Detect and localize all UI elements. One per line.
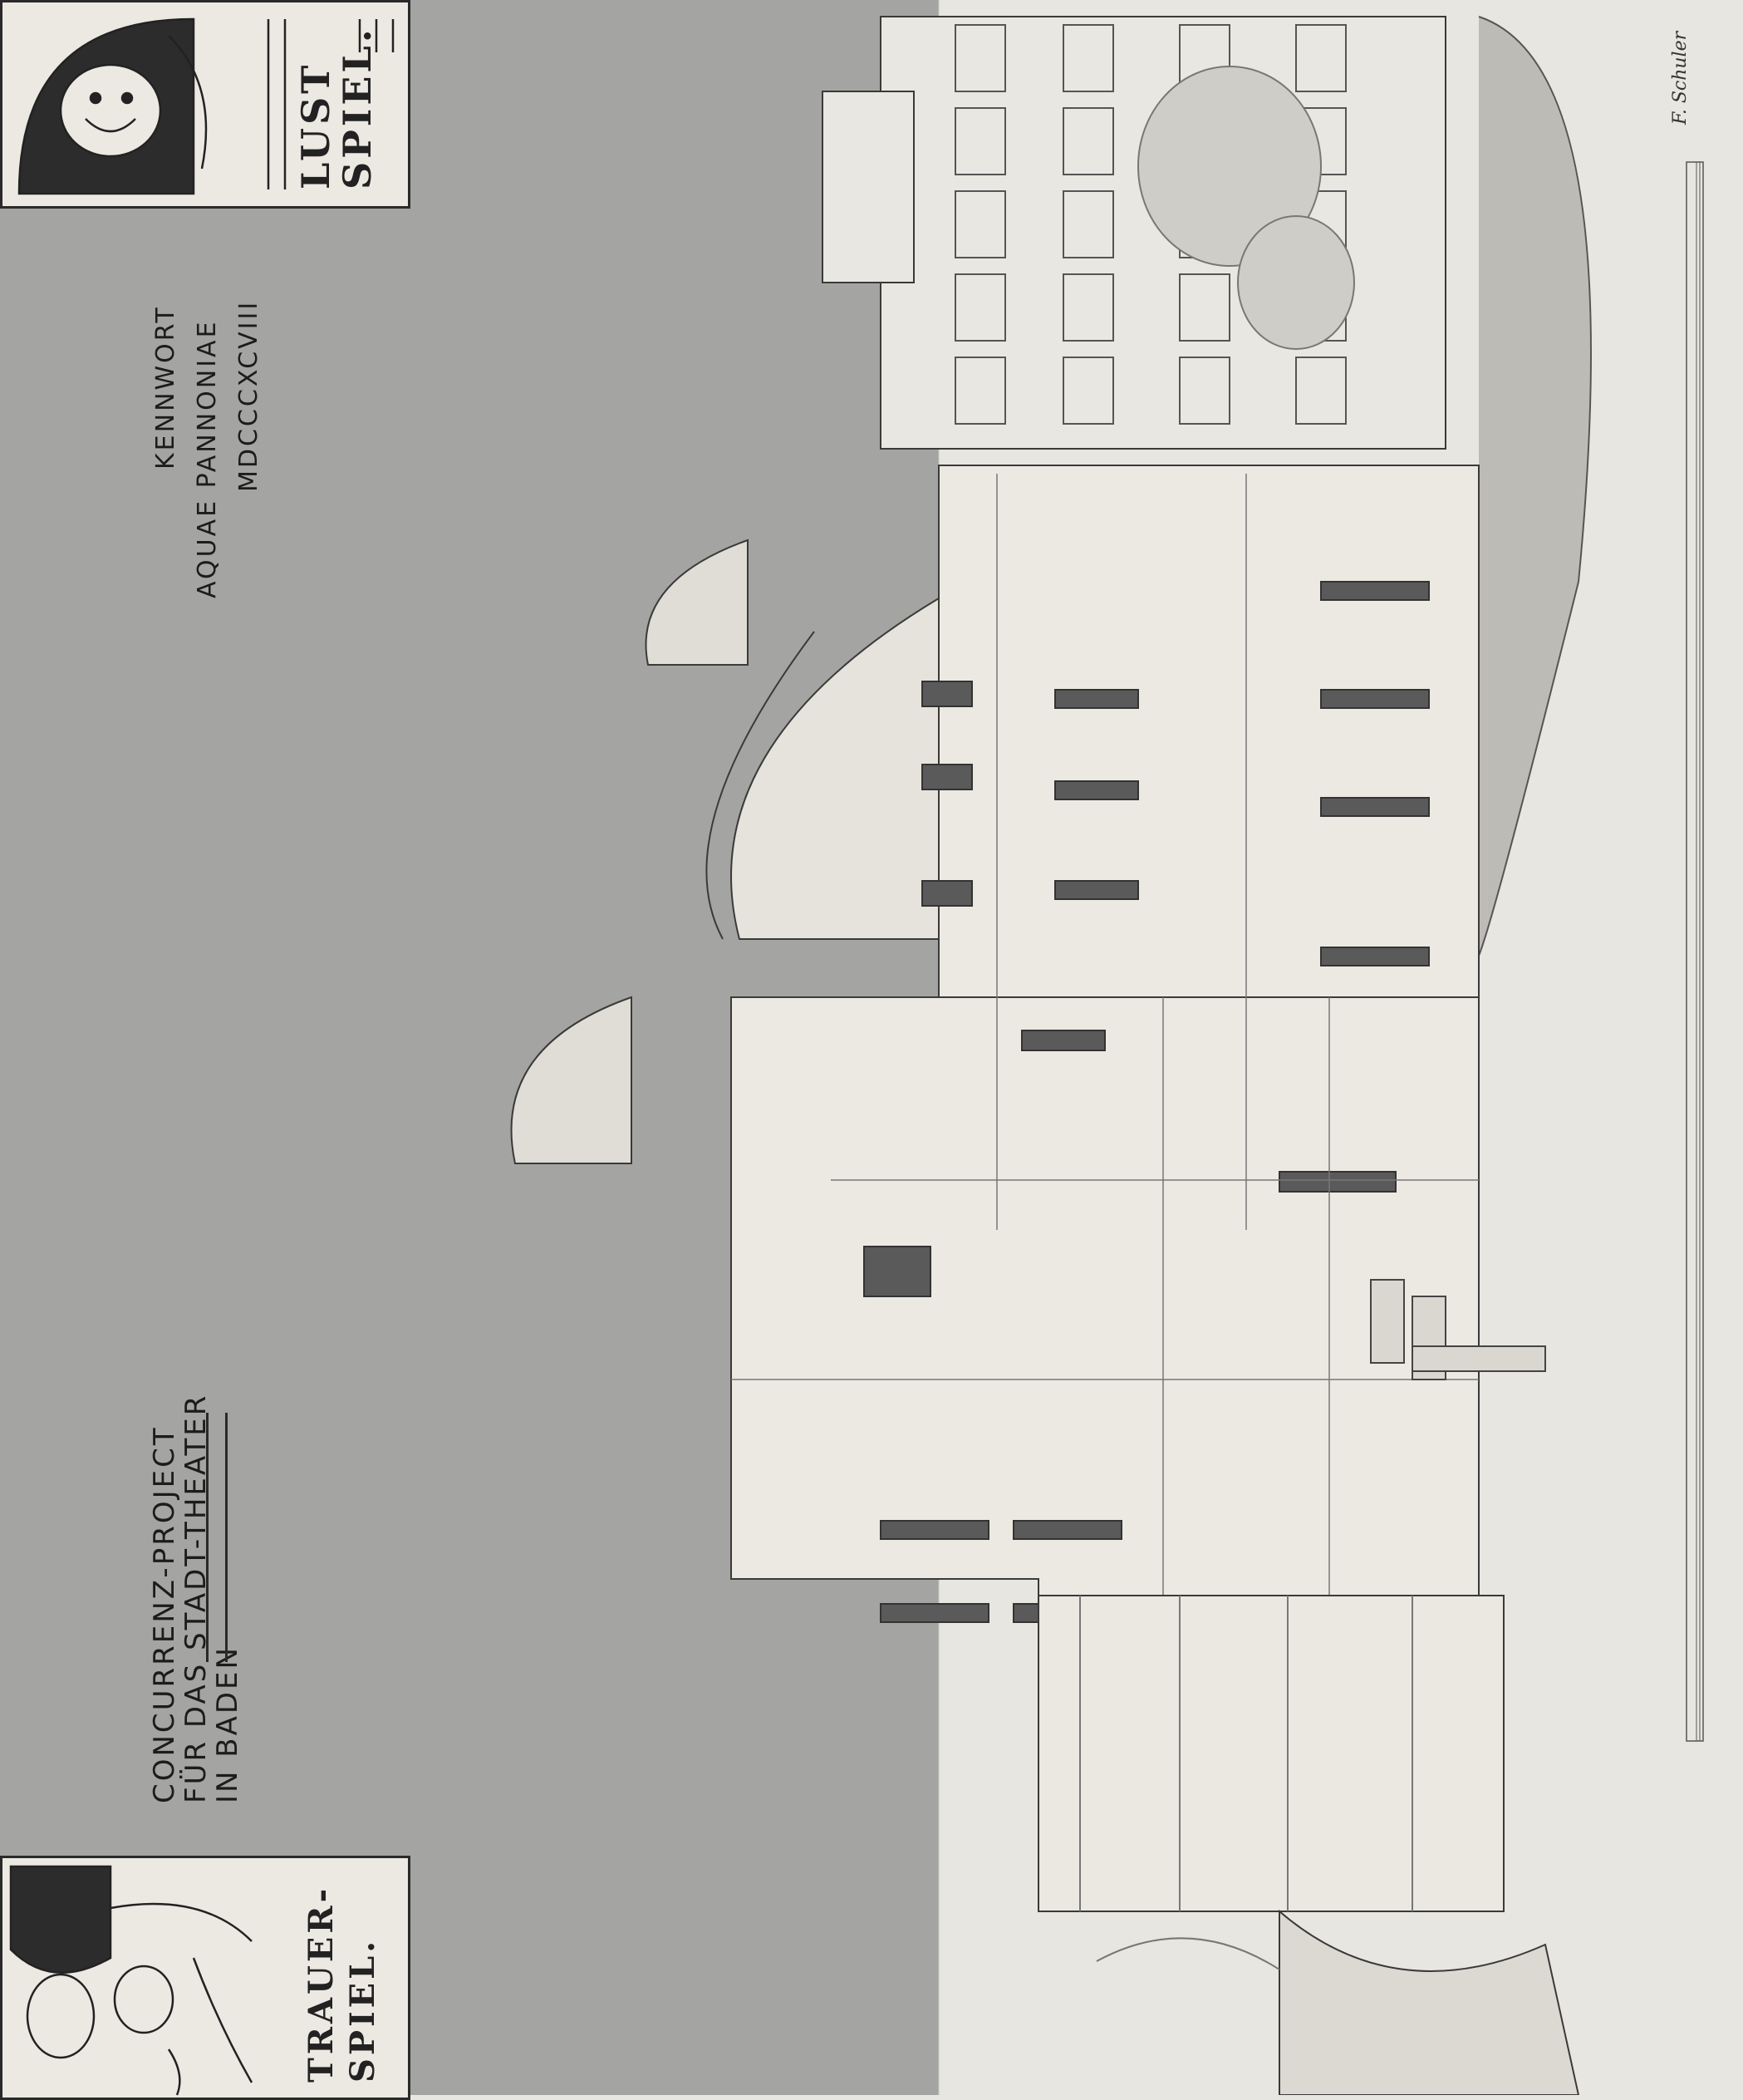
artist-signature: F. Schuler — [1670, 31, 1691, 125]
lustspiel-card: LUST SPIEL. — [0, 0, 410, 209]
title-rule-lines — [206, 1413, 228, 1662]
project-title-line1: CONCURRENZ-PROJECT — [148, 1425, 181, 1803]
kennwort-label: KENNWORT — [151, 305, 180, 470]
trauerspiel-title-line1: TRAUER- — [302, 1885, 341, 2083]
tragedy-figures-icon — [9, 1865, 253, 2096]
trauerspiel-title-line2: SPIEL. — [343, 1937, 382, 2083]
comedy-mask-figure-icon — [17, 17, 395, 195]
lustspiel-title-line1: LUST — [293, 61, 338, 189]
lustspiel-title-line2: SPIEL. — [335, 26, 380, 189]
project-title-line3: IN BADEN — [211, 1645, 244, 1803]
trauerspiel-card: TRAUER- SPIEL. — [0, 1856, 410, 2100]
kennwort-motto: AQUAE PANNONIAE — [193, 319, 222, 598]
kennwort-year: MDCCCXCVIII — [234, 299, 263, 492]
